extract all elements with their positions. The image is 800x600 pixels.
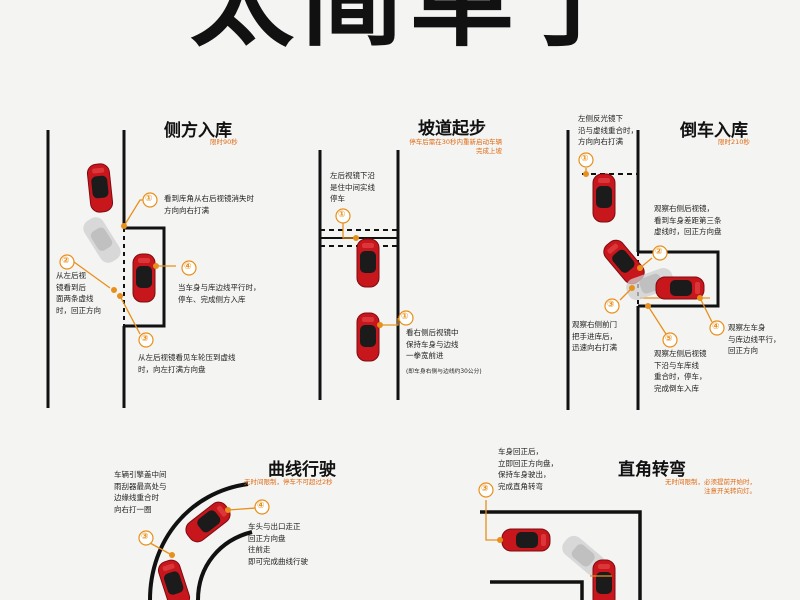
reverse-parking-note-4: 观察左车身与库边线平行，回正方向	[728, 323, 781, 356]
curve-driving-subtitle: 无时间限制，停车不可超过2秒	[244, 478, 333, 486]
pointer-line-3	[119, 295, 141, 335]
pointer-line-3	[149, 542, 171, 555]
side-parking-note-3: 从左后视镜看见车轮压到虚线时，向左打满方向盘	[138, 353, 236, 374]
marker-3: ③	[141, 334, 149, 344]
marker-2: ②	[655, 247, 663, 257]
garage-outline	[638, 250, 720, 308]
right-angle-turn-note-1: 车身回正后，立即回正方向盘，保持车身驶出，完成直角转弯	[498, 447, 558, 491]
reverse-parking-note-3: 观察右侧前门把手进库后，迅速向右打满	[572, 320, 617, 353]
pointer-line-5	[647, 305, 667, 335]
main-title: 太简单了	[190, 0, 631, 61]
curve-driving-diagram	[148, 482, 257, 600]
hill-start-title: 坡道起步	[418, 119, 486, 139]
inner-corner-line	[490, 580, 584, 600]
marker-3: ③	[141, 532, 149, 542]
marker-1: ①	[338, 210, 346, 220]
right-angle-turn-subtitle: 无时间限制，必须提前开始时，注意开关转向灯。	[665, 478, 756, 495]
pointer-line-4	[227, 507, 257, 511]
parking-bay-outline	[124, 226, 166, 328]
marker-1: ①	[581, 154, 589, 164]
marker-1: ①	[145, 194, 153, 204]
side-parking-subtitle: 限时90秒	[210, 138, 238, 146]
reverse-parking-diagram	[566, 130, 720, 410]
curve-driving-note-1: 车辆引擎盖中间雨刮器最高处与边缘线重合时向右打一圈	[114, 470, 167, 514]
reverse-parking-note-2: 观察右侧后视镜，看到车身差距第三条虚线时，回正方向盘	[654, 204, 722, 237]
side-parking-diagram	[46, 130, 176, 408]
hill-start-note-1: 左后视镜下沿是住中间实线停车	[330, 171, 375, 204]
curve-driving-note-2: 车头与出口走正回正方向盘往前走即可完成曲线行驶	[248, 522, 308, 566]
pointer-line-3	[485, 500, 500, 541]
marker-2: ②	[62, 256, 70, 266]
marker-3: ③	[607, 300, 615, 310]
outer-corner-line	[480, 510, 642, 600]
hill-start-note-3: (即车身右侧与边线约30公分)	[406, 369, 482, 375]
side-parking-title: 侧方入库	[164, 121, 232, 141]
marker-4: ④	[712, 322, 720, 332]
marker-discs	[59, 152, 725, 546]
side-parking-note-1: 看到库角从右后视镜消失时方向向右打满	[164, 194, 254, 215]
marker-4: ④	[184, 262, 192, 272]
marker-3: ③	[481, 484, 489, 494]
right-angle-turn-title: 直角转弯	[618, 460, 686, 480]
marker-1: ①	[401, 312, 409, 322]
hill-start-note-2: 看右侧后视镜中保持车身与边线一拳宽前进	[406, 328, 459, 361]
pointer-line-1b	[380, 318, 399, 326]
reverse-parking-note-5: 观察左侧后视镜下沿与车库线重合时，停车，完成倒车入库	[654, 349, 707, 393]
curve-driving-title: 曲线行驶	[268, 460, 336, 480]
hill-start-subtitle: 停车后需在30秒内重新启动车辆完成上坡	[409, 138, 502, 155]
outer-curve	[148, 482, 249, 600]
marker-4: ④	[257, 501, 265, 511]
pointer-line-1	[342, 218, 356, 239]
pointer-line-2	[73, 261, 111, 289]
reverse-parking-title: 倒车入库	[680, 121, 748, 141]
marker-5: ⑤	[665, 334, 673, 344]
inner-curve	[196, 530, 253, 600]
hill-start-diagram	[318, 150, 400, 400]
reverse-parking-note-1: 左侧反光镜下沿与虚线重合时，方向向右打满	[578, 114, 638, 147]
side-parking-note-2: 从左后视镜看到后面两条虚线时，回正方向	[56, 271, 101, 315]
right-angle-turn-diagram	[480, 500, 642, 600]
reverse-parking-subtitle: 限时210秒	[718, 138, 750, 146]
pointer-line-4	[699, 297, 713, 323]
side-parking-note-4: 当车身与库边线平行时，停车、完成侧方入库	[178, 283, 261, 304]
